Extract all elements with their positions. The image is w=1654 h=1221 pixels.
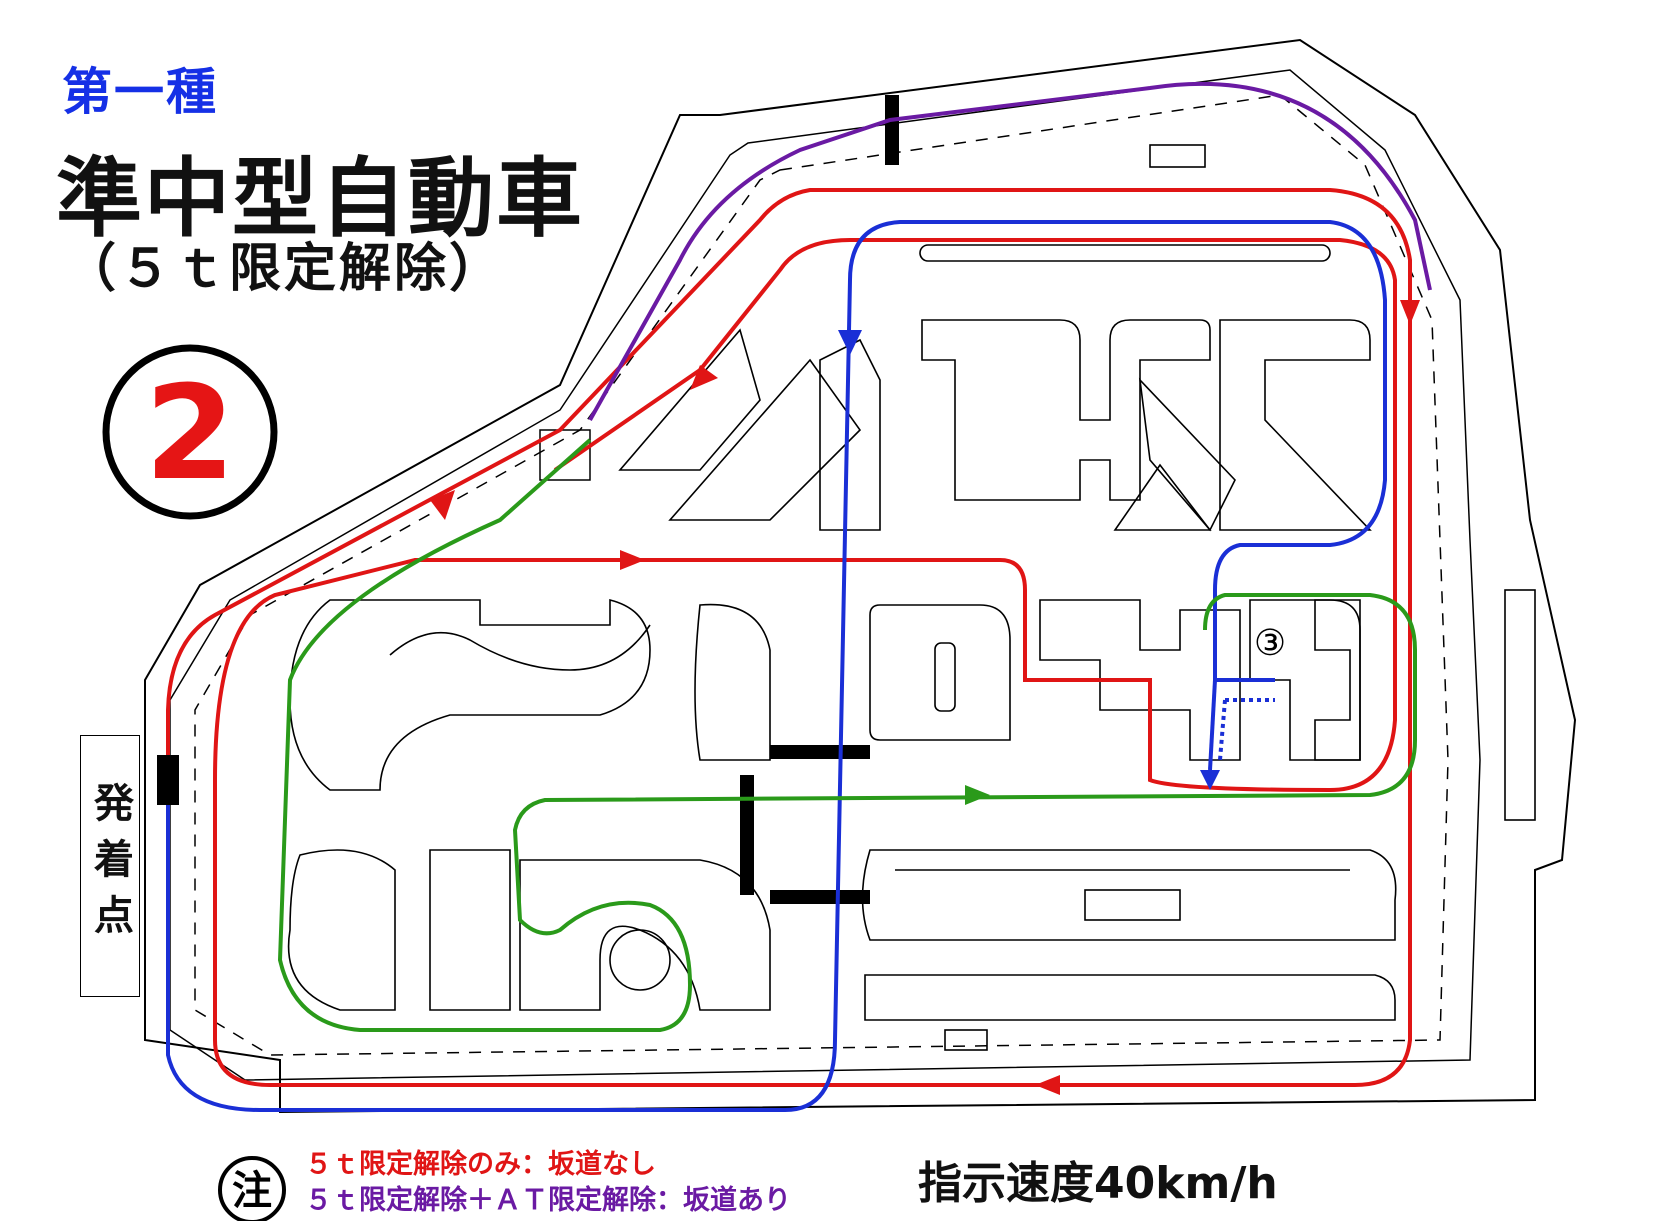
course-number-badge: [102, 344, 278, 520]
route-red: [166, 188, 1412, 1087]
note-item-5t-at: ５ｔ限定解除＋ＡＴ限定解除：坂道あり: [305, 1185, 791, 1216]
start-marker: [157, 755, 179, 805]
note-icon-label: 注: [232, 1168, 272, 1214]
license-category: 第一種: [62, 63, 218, 121]
page-subtitle: （５ｔ限定解除）: [64, 239, 505, 299]
route-blue-arrows: [838, 330, 1220, 790]
route-green-arrows: [965, 785, 990, 805]
note-icon: [218, 1156, 286, 1221]
course-boundary: [144, 38, 1577, 1114]
route-blue: [166, 220, 1387, 1112]
course-number: 2: [145, 357, 235, 509]
route-red-arrows: [430, 300, 1420, 1095]
start-point-label: 発着点: [87, 782, 133, 950]
route-purple: [588, 81, 1432, 421]
route-green: [277, 438, 1417, 1032]
note-item-5t-only: ５ｔ限定解除のみ：坂道なし: [305, 1149, 656, 1180]
page-title: 準中型自動車: [56, 149, 584, 249]
point-marker: ③: [1254, 623, 1286, 664]
speed-instruction: 指示速度40km/h: [918, 1158, 1278, 1209]
crosswalks: [539, 95, 899, 904]
start-point-box: 発着点: [80, 735, 140, 997]
